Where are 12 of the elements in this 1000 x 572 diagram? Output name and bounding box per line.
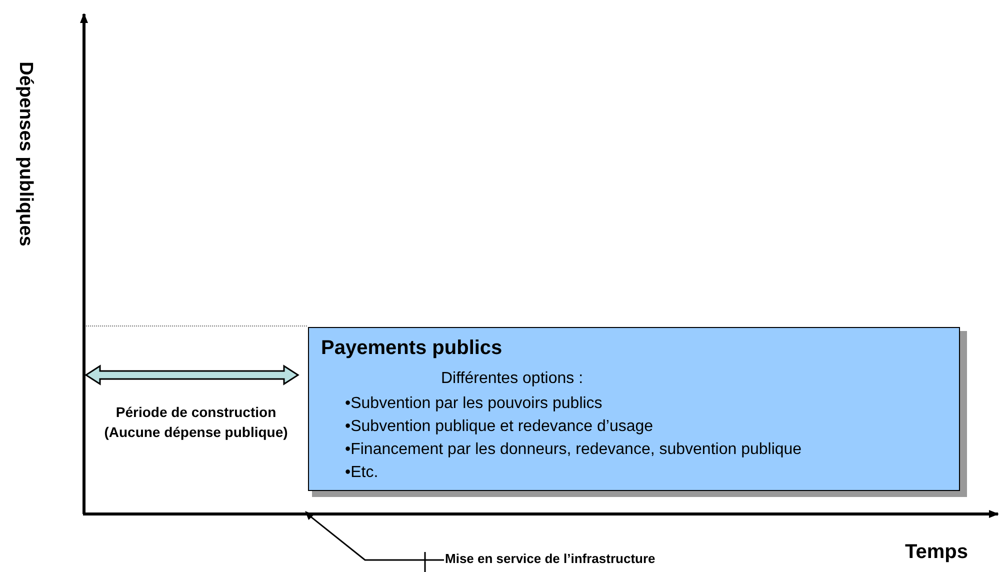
box-heading: Payements publics (321, 337, 502, 360)
axis-title: Dépenses publiques (14, 60, 36, 248)
period-label: Période de construction (Aucune dépense publique) (103, 403, 289, 442)
bullet-item: •Subvention publique et redevance d’usage (345, 418, 654, 436)
leader-line (310, 516, 445, 572)
callout-label: Mise en service de l’infrastructure (445, 551, 745, 569)
bullet-item: •Subvention par les pouvoirs publics (345, 395, 602, 413)
axis-title: Temps (905, 541, 968, 564)
options-heading: Différentes options : (441, 370, 584, 388)
bullet-item: •Etc. (345, 464, 378, 482)
info-box (308, 327, 960, 491)
bullet-item: •Financement par les donneurs, redevance, subvention publique (345, 441, 802, 459)
